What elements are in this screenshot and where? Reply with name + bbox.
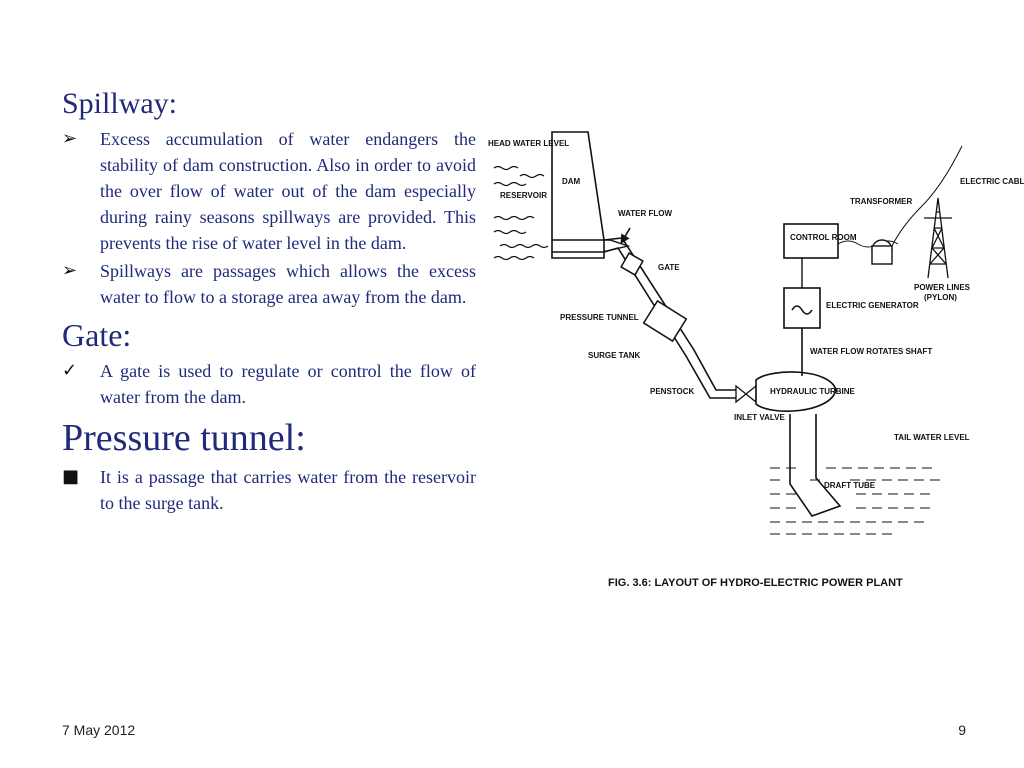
label-pressure-tunnel: PRESSURE TUNNEL [560, 313, 639, 322]
label-power-lines: POWER LINES [914, 283, 971, 292]
spillway-item-2: Spillways are passages which allows the … [100, 261, 476, 307]
label-transformer: TRANSFORMER [850, 197, 912, 206]
label-tail-water-level: TAIL WATER LEVEL [894, 433, 970, 442]
label-head-water-level: HEAD WATER LEVEL [488, 139, 569, 148]
label-dam: DAM [562, 177, 581, 186]
control-room-icon [783, 223, 839, 259]
pressure-tunnel-heading: Pressure tunnel: [62, 417, 306, 459]
square-bullet-icon: ■ [62, 466, 80, 487]
hydro-plant-diagram: HEAD WATER LEVEL RESERVOIR DAM WATER FLO… [488, 131, 1024, 589]
list-item: ➢ Excess accumulation of water endangers… [62, 126, 476, 256]
arrow-bullet-icon: ➢ [62, 260, 78, 281]
list-item: ✓ A gate is used to regulate or control … [62, 358, 476, 410]
label-surge-tank: SURGE TANK [588, 351, 641, 360]
spillway-item-1: Excess accumulation of water endangers t… [100, 129, 476, 253]
gate-item-1: A gate is used to regulate or control th… [100, 361, 476, 407]
label-hydraulic-turbine: HYDRAULIC TURBINE [770, 387, 856, 396]
list-item: ■ It is a passage that carries water fro… [62, 464, 476, 516]
label-water-flow-rotates-shaft: WATER FLOW ROTATES SHAFT [810, 347, 932, 356]
pressure-tunnel-list: ■ It is a passage that carries water fro… [62, 464, 476, 516]
gate-icon [620, 252, 644, 276]
draft-tube-icon [789, 414, 842, 517]
label-water-flow: WATER FLOW [618, 209, 673, 218]
footer-date: 7 May 2012 [62, 722, 136, 738]
page-number: 9 [958, 722, 966, 738]
label-reservoir: RESERVOIR [500, 191, 547, 200]
pressure-tunnel-item-1: It is a passage that carries water from … [100, 467, 476, 513]
inlet-valve-icon [735, 384, 757, 404]
spillway-heading: Spillway: [62, 87, 178, 120]
dam-icon [551, 131, 605, 259]
gate-list: ✓ A gate is used to regulate or control … [62, 358, 476, 410]
tail-water-icon [770, 467, 940, 535]
list-item: ➢ Spillways are passages which allows th… [62, 258, 476, 310]
spillway-list: ➢ Excess accumulation of water endangers… [62, 126, 476, 310]
label-electric-generator: ELECTRIC GENERATOR [826, 301, 919, 310]
label-inlet-valve: INLET VALVE [734, 413, 785, 422]
checkmark-bullet-icon: ✓ [62, 360, 78, 381]
label-draft-tube: DRAFT TUBE [824, 481, 876, 490]
surge-tank-icon [642, 299, 688, 343]
reservoir-water-icon [493, 165, 549, 261]
arrow-bullet-icon: ➢ [62, 128, 78, 149]
label-penstock: PENSTOCK [650, 387, 695, 396]
label-gate: GATE [658, 263, 680, 272]
figure-caption: FIG. 3.6: LAYOUT OF HYDRO-ELECTRIC POWER… [608, 577, 903, 589]
label-pylon: (PYLON) [924, 293, 957, 302]
gate-heading: Gate: [62, 317, 132, 353]
turbine-icon [755, 371, 837, 412]
pylon-icon [924, 197, 952, 279]
label-control-room: CONTROL ROOM [790, 233, 857, 242]
text-column: Spillway: ➢ Excess accumulation of water… [62, 86, 476, 518]
penstock-pipe-icon [603, 227, 738, 399]
label-electric-cable: ELECTRIC CABLE [960, 177, 1024, 186]
generator-icon [783, 287, 821, 329]
